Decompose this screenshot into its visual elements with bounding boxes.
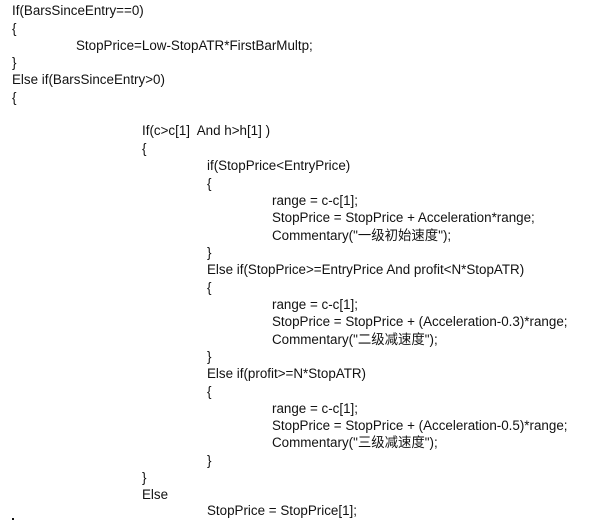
- code-line: Else if(StopPrice>=EntryPrice And profit…: [207, 262, 525, 277]
- code-line: Else if(BarsSinceEntry>0): [12, 72, 165, 87]
- code-line: StopPrice = StopPrice + (Acceleration-0.…: [272, 418, 568, 433]
- code-line: {: [12, 90, 17, 105]
- code-line: range = c-c[1];: [272, 193, 358, 208]
- code-line: StopPrice = StopPrice[1];: [207, 503, 357, 518]
- code-line: }: [12, 55, 17, 70]
- code-line: Commentary("三级减速度");: [272, 435, 438, 450]
- code-line: }: [207, 245, 212, 260]
- code-line: {: [207, 280, 212, 295]
- code-line: {: [12, 21, 17, 36]
- code-line: Commentary("二级减速度");: [272, 332, 438, 347]
- code-line: StopPrice = StopPrice + (Acceleration-0.…: [272, 314, 568, 329]
- code-line: range = c-c[1];: [272, 297, 358, 312]
- code-line: {: [207, 176, 212, 191]
- code-line: {: [142, 141, 147, 156]
- code-line: StopPrice = StopPrice + Acceleration*ran…: [272, 210, 535, 225]
- code-line: }: [142, 470, 147, 485]
- code-line: Commentary("一级初始速度");: [272, 228, 452, 243]
- code-line: If(c>c[1] And h>h[1] ): [142, 123, 271, 138]
- code-line: }: [207, 453, 212, 468]
- code-line: range = c-c[1];: [272, 401, 358, 416]
- code-line: {: [207, 384, 212, 399]
- code-line: if(StopPrice<EntryPrice): [207, 158, 351, 173]
- text-cursor: [12, 518, 14, 520]
- code-line: If(BarsSinceEntry==0): [12, 3, 144, 18]
- code-line: }: [207, 349, 212, 364]
- code-line: StopPrice=Low-StopATR*FirstBarMultp;: [76, 38, 313, 53]
- code-line: Else if(profit>=N*StopATR): [207, 366, 367, 381]
- code-line: Else: [142, 487, 169, 502]
